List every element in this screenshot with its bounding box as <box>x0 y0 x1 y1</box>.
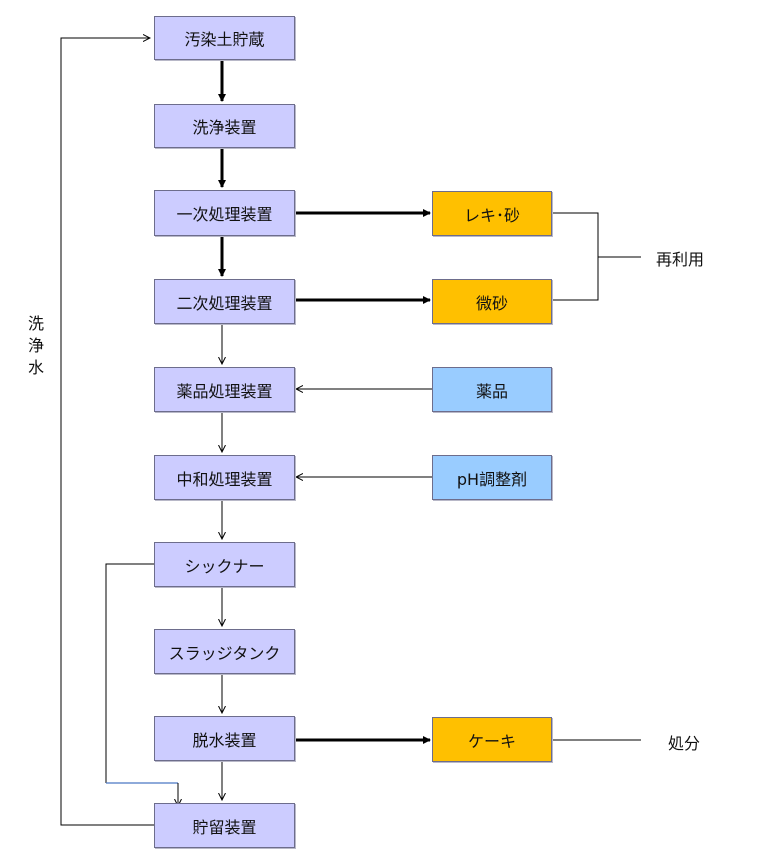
reuse-label: 再利用 <box>656 250 705 269</box>
node-neutralization: 中和処理装置 <box>154 455 295 500</box>
thickener-bypass-line <box>105 563 154 783</box>
node-label: 中和処理装置 <box>176 469 273 489</box>
node-washing-unit: 洗浄装置 <box>154 104 295 148</box>
node-label: 微砂 <box>475 293 508 313</box>
node-dewatering: 脱水装置 <box>154 716 295 761</box>
node-label: 脱水装置 <box>192 730 257 750</box>
node-label: ケーキ <box>467 731 516 751</box>
node-ph-adjuster: pH調整剤 <box>432 455 552 500</box>
node-label: レキ･砂 <box>463 205 520 225</box>
node-label: 薬品 <box>475 381 508 401</box>
wash-water-char: 水 <box>27 358 44 377</box>
wash-water-char: 洗 <box>27 314 44 333</box>
node-primary-treatment: 一次処理装置 <box>154 190 295 236</box>
node-sludge-tank: スラッジタンク <box>154 629 295 674</box>
node-retention: 貯留装置 <box>154 803 295 848</box>
node-label: 洗浄装置 <box>192 118 257 137</box>
wash-water-char: 浄 <box>27 336 44 355</box>
node-label: 汚染土貯蔵 <box>184 30 265 49</box>
node-thickener: シックナー <box>154 542 295 587</box>
node-label: 二次処理装置 <box>176 293 273 313</box>
node-gravel-sand: レキ･砂 <box>432 191 552 236</box>
wash-water-loop <box>60 38 154 826</box>
node-label: 貯留装置 <box>192 817 257 837</box>
node-cake: ケーキ <box>432 717 552 762</box>
node-secondary-treatment: 二次処理装置 <box>154 279 295 324</box>
node-chemical-treatment: 薬品処理装置 <box>154 367 295 412</box>
node-label: シックナー <box>184 556 265 576</box>
node-chemicals: 薬品 <box>432 367 552 412</box>
wash-water-label: 洗 浄 水 <box>26 313 46 379</box>
node-label: スラッジタンク <box>168 643 281 663</box>
reuse-bracket <box>552 212 599 301</box>
disposal-label: 処分 <box>668 734 701 753</box>
node-fine-sand: 微砂 <box>432 279 552 324</box>
node-label: 薬品処理装置 <box>176 381 273 401</box>
node-label: pH調整剤 <box>456 469 528 489</box>
node-contaminated-soil-storage: 汚染土貯蔵 <box>154 16 295 60</box>
node-label: 一次処理装置 <box>176 205 273 224</box>
